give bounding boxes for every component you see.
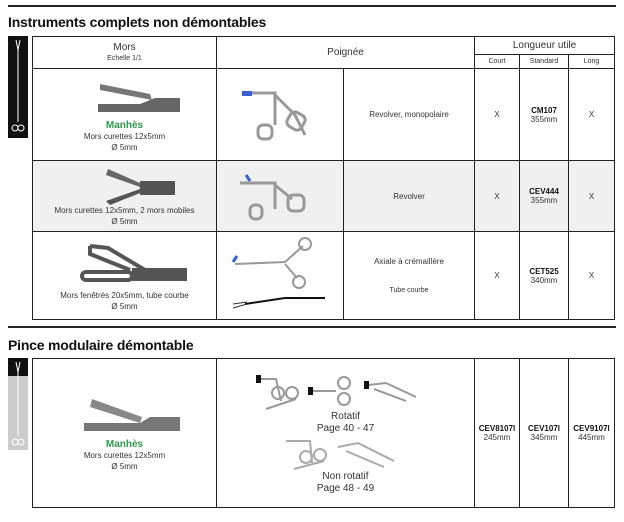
section-title-complets: Instruments complets non démontables bbox=[8, 14, 267, 30]
header-poignee: Poignée bbox=[215, 36, 476, 69]
top-rule bbox=[8, 5, 616, 7]
rotatif-handles-image bbox=[255, 375, 416, 410]
revolver-handle-image bbox=[242, 90, 307, 140]
scissors-icon bbox=[8, 358, 28, 450]
axial-handle-and-curved-tube-image bbox=[231, 236, 325, 308]
curette-jaw-image bbox=[83, 398, 180, 431]
scissors-icon bbox=[8, 36, 28, 138]
revolver-handle-image bbox=[240, 173, 306, 220]
header-long: Long bbox=[568, 54, 616, 69]
header-court: Court bbox=[474, 54, 521, 69]
handle-image-cell bbox=[216, 231, 344, 320]
non-rotatif-handles-image bbox=[285, 440, 394, 470]
handle-image-cell bbox=[216, 160, 344, 232]
long-value: X bbox=[568, 68, 616, 161]
header-longueur: Longueur utile bbox=[474, 36, 616, 55]
handles-cell: Rotatif Page 40 - 47 Non rotatif Page 48… bbox=[216, 358, 475, 508]
court-value: X bbox=[474, 160, 521, 232]
handle-image-cell bbox=[216, 68, 344, 161]
section-rule bbox=[8, 326, 616, 328]
long-value: X bbox=[568, 160, 616, 232]
section-title-modulaire: Pince modulaire démontable bbox=[8, 337, 194, 353]
header-standard: Standard bbox=[519, 54, 570, 69]
handle-type: Revolver, monopolaire bbox=[342, 68, 476, 161]
long-value: X bbox=[568, 231, 616, 320]
curette-jaw-image bbox=[97, 84, 180, 112]
double-curette-jaw-image bbox=[105, 169, 175, 205]
fenestrated-jaw-image bbox=[79, 243, 187, 282]
handle-type: Revolver bbox=[342, 160, 476, 232]
court-value: X bbox=[474, 68, 521, 161]
court-value: X bbox=[474, 231, 521, 320]
